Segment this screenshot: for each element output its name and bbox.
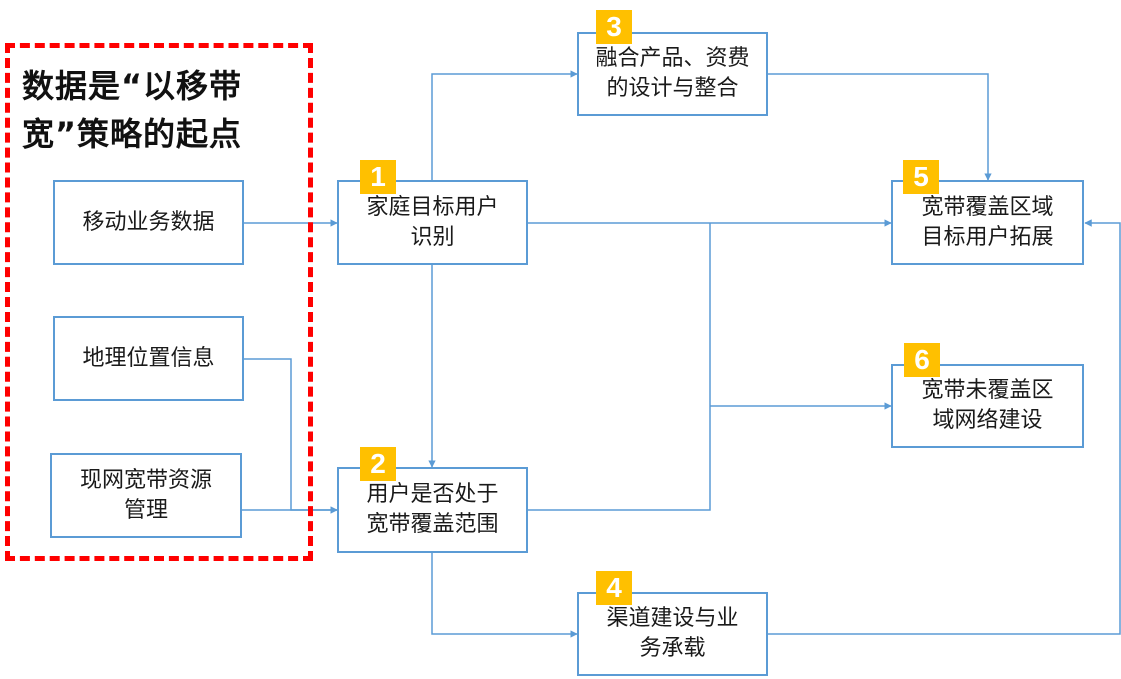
- step-1-badge: 1: [360, 160, 396, 194]
- step-label-line: 域网络建设: [932, 408, 1043, 433]
- step-4-badge: 4: [596, 571, 632, 605]
- step-label-line: 的设计与整合: [606, 76, 739, 101]
- step-label-line: 渠道建设与业: [606, 606, 739, 631]
- input-label: 现网宽带资源管理: [79, 467, 212, 523]
- step-label-line: 融合产品、资费: [595, 46, 750, 71]
- step-3-badge: 3: [596, 10, 632, 44]
- step-label-line: 宽带未覆盖区: [921, 378, 1054, 403]
- step-label-line: 宽带覆盖范围: [366, 512, 499, 537]
- step-6-badge: 6: [904, 343, 940, 377]
- step-label-line: 目标用户拓展: [921, 224, 1054, 250]
- step-4-node[interactable]: 渠道建设与业 务承载: [577, 592, 768, 676]
- input-broadband-resource[interactable]: 现网宽带资源管理: [50, 453, 242, 538]
- step-2-badge: 2: [360, 447, 396, 481]
- step-label-line: 用户是否处于: [366, 482, 499, 507]
- edge-2-to-trunk: [528, 223, 711, 511]
- step-1-node[interactable]: 家庭目标用户 识别: [337, 180, 528, 265]
- edge-1-to-3: [431, 70, 578, 180]
- step-3-node[interactable]: 融合产品、资费 的设计与整合: [577, 32, 768, 116]
- step-label-line: 家庭目标用户: [366, 194, 499, 220]
- edge-2-to-4: [431, 553, 578, 638]
- step-label-line: 务承载: [639, 636, 706, 661]
- edge-4-to-5: [768, 219, 1121, 635]
- step-5-badge: 5: [903, 160, 939, 194]
- input-label: 地理位置信息: [82, 345, 215, 371]
- input-geo-info[interactable]: 地理位置信息: [53, 316, 244, 401]
- step-2-node[interactable]: 用户是否处于 宽带覆盖范围: [337, 467, 528, 553]
- edge-3-to-5: [768, 73, 992, 181]
- input-mobile-data[interactable]: 移动业务数据: [53, 180, 244, 265]
- step-6-node[interactable]: 宽带未覆盖区 域网络建设: [891, 364, 1084, 448]
- step-label-line: 宽带覆盖区域: [921, 194, 1054, 220]
- step-label-line: 识别: [410, 224, 455, 250]
- group-title: 数据是“以移带宽”策略的起点: [22, 67, 243, 153]
- data-sources-group: [5, 43, 313, 561]
- step-5-node[interactable]: 宽带覆盖区域 目标用户拓展: [891, 180, 1084, 265]
- input-label: 移动业务数据: [82, 209, 215, 235]
